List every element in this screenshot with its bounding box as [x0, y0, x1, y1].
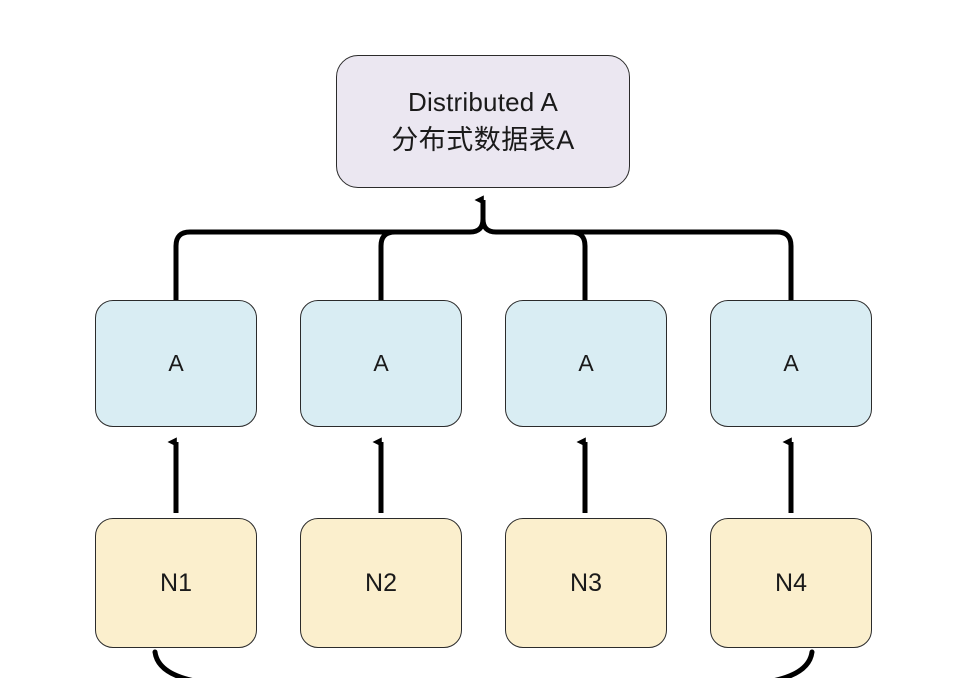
- node-shard-2[interactable]: A: [300, 300, 462, 427]
- edge-below-n1: [152, 649, 193, 678]
- node-host-n3[interactable]: N3: [505, 518, 667, 648]
- node-host-n4[interactable]: N4: [710, 518, 872, 648]
- bus-line-left-outer: [173, 229, 470, 300]
- bus-line-inner-left: [378, 229, 470, 300]
- host-label-n3: N3: [570, 568, 602, 597]
- root-label-en: Distributed A: [407, 86, 558, 117]
- bus-junction-fillet-left: [469, 218, 486, 235]
- node-shard-1[interactable]: A: [95, 300, 257, 427]
- bus-line-inner-right: [496, 229, 588, 300]
- edge-below-n4: [774, 649, 815, 678]
- root-label-cn: 分布式数据表A: [391, 124, 575, 155]
- shard-label-2: A: [373, 350, 389, 376]
- node-shard-4[interactable]: A: [710, 300, 872, 427]
- shard-label-3: A: [578, 350, 594, 376]
- bus-junction-fillet-right: [480, 218, 497, 235]
- node-host-n1[interactable]: N1: [95, 518, 257, 648]
- shard-label-4: A: [783, 350, 799, 376]
- node-host-n2[interactable]: N2: [300, 518, 462, 648]
- shard-label-1: A: [168, 350, 184, 376]
- bus-line-right-outer: [496, 229, 794, 300]
- host-label-n4: N4: [775, 568, 807, 597]
- node-shard-3[interactable]: A: [505, 300, 667, 427]
- host-label-n2: N2: [365, 568, 397, 597]
- host-label-n1: N1: [160, 568, 192, 597]
- node-distributed-table-a[interactable]: Distributed A 分布式数据表A: [336, 55, 630, 188]
